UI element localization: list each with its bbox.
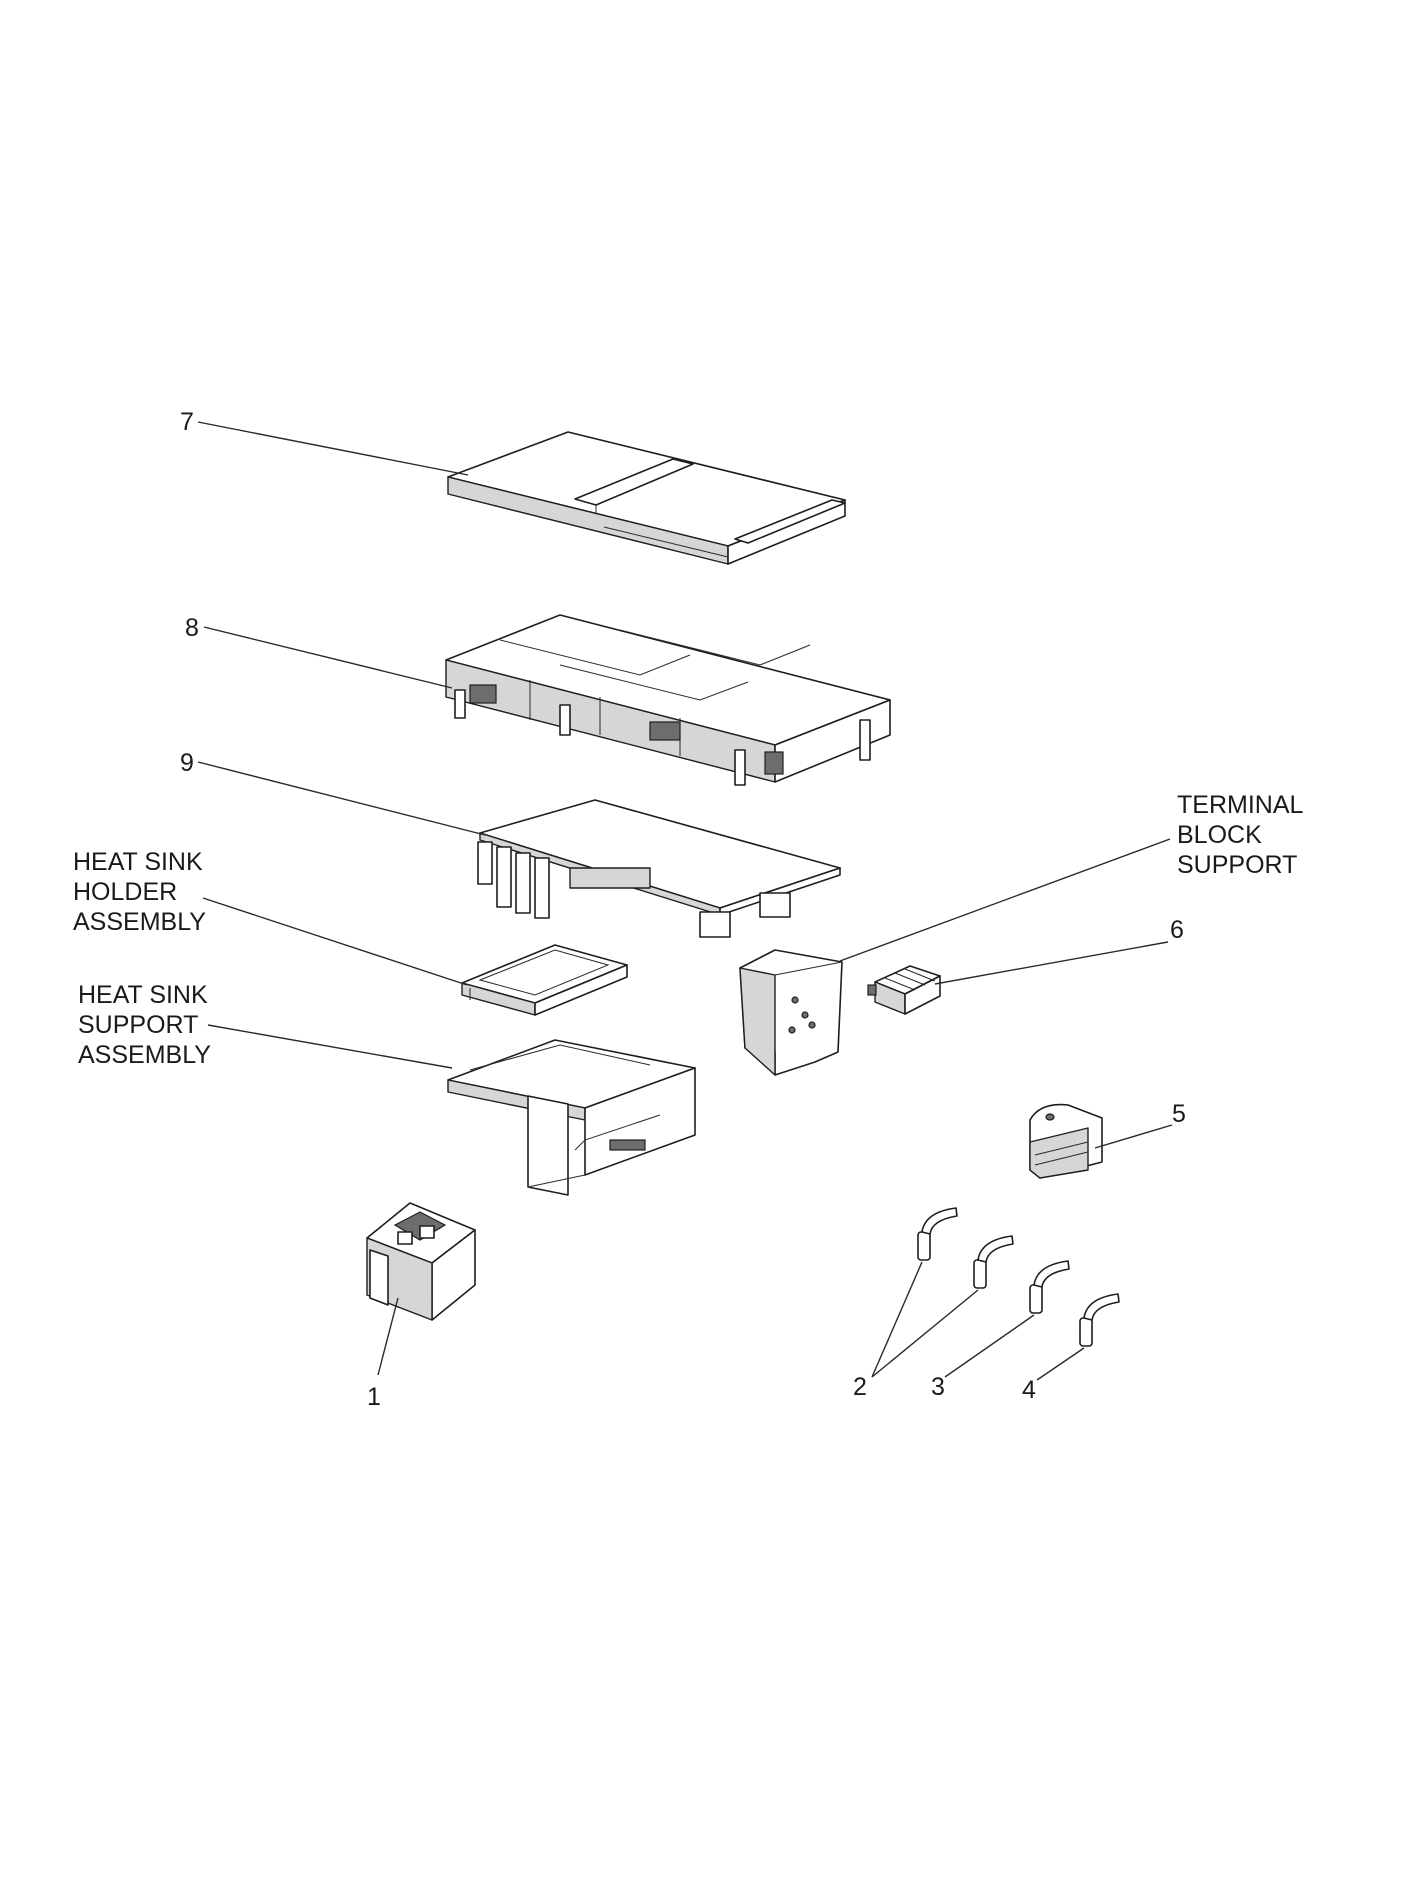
part-6-terminal-block xyxy=(867,965,941,1015)
svg-text:ASSEMBLY: ASSEMBLY xyxy=(73,908,206,936)
svg-text:SUPPORT: SUPPORT xyxy=(78,1011,198,1039)
leader-heat-sink-support xyxy=(207,1024,453,1069)
heat-sink-holder-assembly xyxy=(461,944,628,1016)
callout-3: 3 xyxy=(931,1373,945,1401)
callout-4: 4 xyxy=(1022,1376,1036,1404)
svg-text:HEAT SINK: HEAT SINK xyxy=(73,848,203,876)
callout-8: 8 xyxy=(185,614,199,642)
leader-5 xyxy=(1094,1124,1173,1149)
leader-heat-sink-holder xyxy=(202,897,468,986)
label-heat-sink-holder-assembly: HEAT SINK HOLDER ASSEMBLY xyxy=(73,848,206,936)
part-5-solenoid-coil xyxy=(1029,1103,1103,1179)
leader-4 xyxy=(1036,1347,1085,1381)
part-9-circuit-board xyxy=(477,799,841,938)
callout-numbers: 7 8 9 6 5 1 2 3 4 xyxy=(180,408,1186,1411)
leader-1 xyxy=(377,1297,399,1376)
callout-5: 5 xyxy=(1172,1100,1186,1128)
leader-2a xyxy=(871,1261,923,1378)
part-7-cover-panel xyxy=(447,431,846,565)
part-2-contact-a xyxy=(917,1207,958,1261)
leader-6 xyxy=(934,941,1169,985)
part-1-transformer xyxy=(366,1202,476,1321)
terminal-block-support-bracket xyxy=(739,949,843,1076)
svg-text:HEAT SINK: HEAT SINK xyxy=(78,981,208,1009)
callout-9: 9 xyxy=(180,749,194,777)
heat-sink-support-assembly xyxy=(447,1039,696,1196)
svg-text:HOLDER: HOLDER xyxy=(73,878,177,906)
callout-2: 2 xyxy=(853,1373,867,1401)
leader-9 xyxy=(197,761,486,836)
callout-1: 1 xyxy=(367,1383,381,1411)
part-4-contact xyxy=(1079,1293,1120,1347)
leader-3 xyxy=(944,1314,1035,1378)
callout-6: 6 xyxy=(1170,916,1184,944)
svg-text:ASSEMBLY: ASSEMBLY xyxy=(78,1041,211,1069)
leader-8 xyxy=(203,626,453,689)
leader-lines xyxy=(197,421,1173,1381)
part-8-chassis-frame xyxy=(445,614,891,786)
leader-7 xyxy=(197,421,469,476)
callout-7: 7 xyxy=(180,408,194,436)
svg-text:SUPPORT: SUPPORT xyxy=(1177,851,1297,879)
leader-2b xyxy=(871,1289,979,1378)
part-2-contact-b xyxy=(973,1235,1014,1289)
leader-terminal-block-support xyxy=(839,838,1171,962)
svg-text:BLOCK: BLOCK xyxy=(1177,821,1262,849)
svg-text:TERMINAL: TERMINAL xyxy=(1177,791,1304,819)
label-heat-sink-support-assembly: HEAT SINK SUPPORT ASSEMBLY xyxy=(78,981,211,1069)
part-3-contact xyxy=(1029,1260,1070,1314)
label-terminal-block-support: TERMINAL BLOCK SUPPORT xyxy=(1177,791,1304,879)
